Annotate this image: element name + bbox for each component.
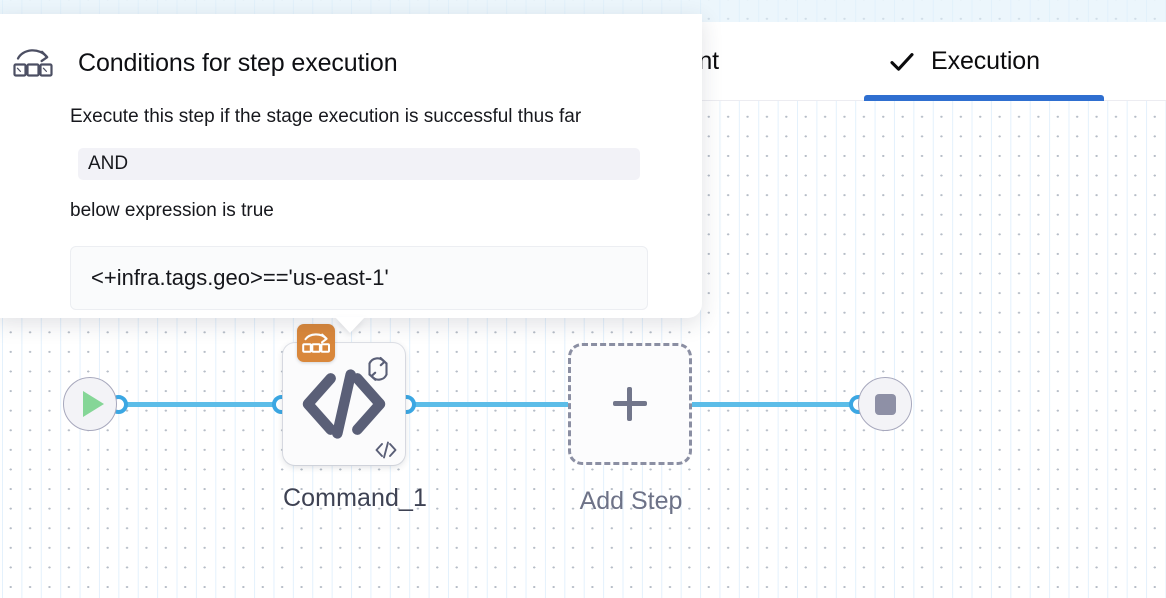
add-step-button[interactable] xyxy=(568,343,692,465)
plus-icon xyxy=(613,387,647,421)
conditional-execution-badge[interactable] xyxy=(297,324,335,362)
stop-icon xyxy=(874,393,896,415)
tab-execution[interactable]: Execution xyxy=(889,22,1040,101)
popover-subcondition-label: below expression is true xyxy=(70,200,274,221)
popover-title: Conditions for step execution xyxy=(78,48,398,77)
popover-header: Conditions for step execution xyxy=(12,44,398,82)
connector-start-to-step xyxy=(110,402,290,407)
popover-caret xyxy=(335,317,365,333)
condition-expression-value: <+infra.tags.geo>=='us-east-1' xyxy=(91,265,389,290)
check-icon xyxy=(889,49,915,75)
conditional-execution-icon xyxy=(302,333,330,353)
looping-strategy-icon[interactable] xyxy=(361,352,395,386)
end-node[interactable] xyxy=(858,377,912,431)
connector-addstep-to-end xyxy=(680,402,870,407)
code-icon xyxy=(283,343,405,465)
step-node-label: Command_1 xyxy=(283,484,428,512)
active-tab-indicator xyxy=(864,95,1104,101)
connector-step-to-addstep xyxy=(396,402,582,407)
code-icon-small xyxy=(373,439,399,461)
add-step-label: Add Step xyxy=(579,487,683,515)
condition-operator-value: AND xyxy=(88,153,129,174)
popover-description: Execute this step if the stage execution… xyxy=(70,106,582,127)
condition-expression-field[interactable]: <+infra.tags.geo>=='us-east-1' xyxy=(70,246,648,310)
condition-operator-field[interactable]: AND xyxy=(78,148,640,180)
conditional-execution-popover: Conditions for step execution Execute th… xyxy=(0,14,702,333)
start-node[interactable] xyxy=(63,377,117,431)
tab-execution-label: Execution xyxy=(931,47,1040,75)
step-node-command-1[interactable] xyxy=(283,343,405,465)
play-icon xyxy=(82,391,104,417)
conditional-execution-icon xyxy=(12,44,54,82)
